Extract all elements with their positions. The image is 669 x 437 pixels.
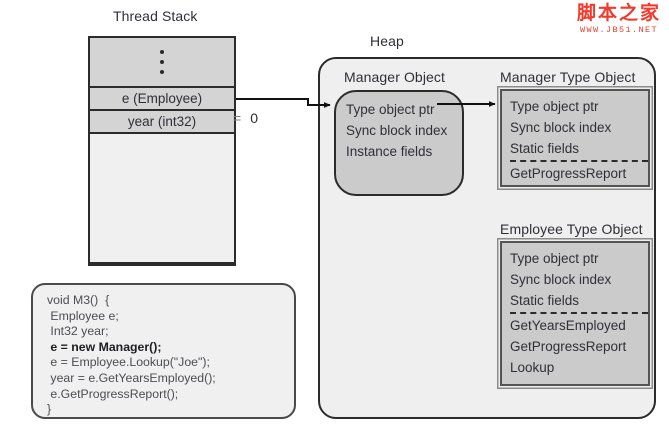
watermark-text: 脚本之家 xyxy=(576,3,661,24)
code-line: year = e.GetYearsEmployed(); xyxy=(47,370,216,385)
field-type-object-ptr: Type object ptr xyxy=(510,99,599,114)
arrow-stack-to-manager-object xyxy=(236,98,331,108)
manager-type-object-title: Manager Type Object xyxy=(500,69,636,85)
field-static-fields: Static fields xyxy=(510,138,648,162)
code-line: e.GetProgressReport(); xyxy=(47,386,179,401)
stack-cell-year-int32: year (int32) xyxy=(90,111,234,134)
field-sync-block-index: Sync block index xyxy=(346,123,448,138)
manager-object-box: Type object ptr Sync block index Instanc… xyxy=(334,90,464,196)
field-type-object-ptr: Type object ptr xyxy=(510,251,599,266)
manager-type-object-box: Type object ptr Sync block index Static … xyxy=(500,89,650,187)
watermark: 脚本之家 WWW.JB51.NET xyxy=(577,4,661,35)
stack-cell-e-employee: e (Employee) xyxy=(90,88,234,111)
employee-type-object-title: Employee Type Object xyxy=(500,221,643,237)
field-static-fields: Static fields xyxy=(510,290,648,314)
ellipsis-dot xyxy=(160,50,164,54)
method-get-progress-report: GetProgressReport xyxy=(510,339,627,354)
code-line: e = Employee.Lookup("Joe"); xyxy=(47,355,210,370)
field-sync-block-index: Sync block index xyxy=(510,120,612,135)
stack-year-value: =0 xyxy=(233,110,258,126)
code-block: void M3() { Employee e; Int32 year; e = … xyxy=(31,283,296,419)
employee-type-object-box: Type object ptr Sync block index Static … xyxy=(500,241,650,386)
thread-stack-box: e (Employee) year (int32) xyxy=(88,36,236,266)
code-line: Employee e; xyxy=(47,308,119,323)
ellipsis-dot xyxy=(160,60,164,64)
ellipsis-dot xyxy=(160,70,164,74)
field-type-object-ptr: Type object ptr xyxy=(346,102,435,117)
manager-object-title: Manager Object xyxy=(344,69,446,85)
heap-title: Heap xyxy=(370,33,404,49)
year-value: 0 xyxy=(250,110,258,126)
stack-cell-empty xyxy=(90,134,234,264)
code-line: Int32 year; xyxy=(47,324,109,339)
code-line-highlighted: e = new Manager(); xyxy=(47,339,162,354)
equals-sign: = xyxy=(233,110,242,126)
code-line: void M3() { xyxy=(47,293,110,307)
method-get-years-employed: GetYearsEmployed xyxy=(510,318,626,333)
stack-cell-ellipsis xyxy=(90,38,234,88)
thread-stack-title: Thread Stack xyxy=(113,8,198,24)
field-instance-fields: Instance fields xyxy=(346,144,433,159)
watermark-url: WWW.JB51.NET xyxy=(579,25,658,35)
code-line: } xyxy=(47,402,52,417)
method-lookup: Lookup xyxy=(510,360,555,375)
method-get-progress-report: GetProgressReport xyxy=(510,166,627,181)
field-sync-block-index: Sync block index xyxy=(510,272,612,287)
